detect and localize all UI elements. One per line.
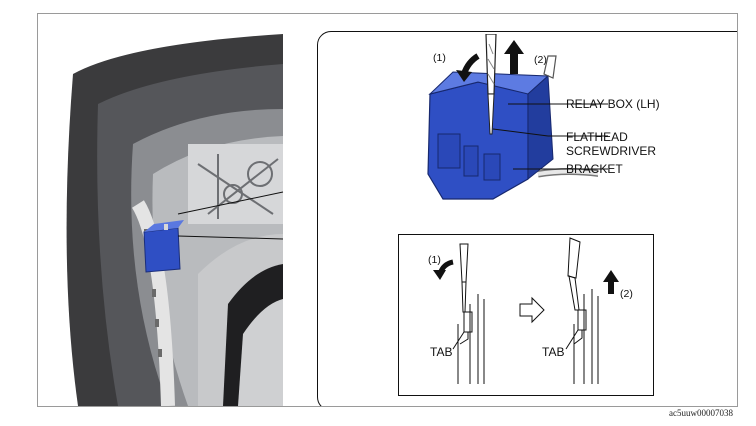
bracket-label: BRACKET [566, 162, 623, 176]
step-1-label: (1) [433, 52, 446, 64]
flathead-label-line1: FLATHEAD [566, 130, 628, 144]
reference-code: ac5uuw00007038 [669, 408, 733, 418]
transition-arrow [519, 296, 545, 324]
tab-label-right: TAB [542, 345, 565, 359]
relay-box-label: RELAY BOX (LH) [566, 97, 660, 111]
tab-label-left: TAB [430, 345, 453, 359]
inset-step-1-label: (1) [428, 254, 441, 266]
relay-box-small [143, 220, 184, 273]
flathead-screwdriver [485, 34, 497, 135]
inset-step-2-label: (2) [620, 288, 633, 300]
step-2-label: (2) [534, 54, 547, 66]
lift-arrow [504, 40, 524, 74]
tab-detail-drawing [433, 237, 619, 384]
label-leaders [492, 103, 608, 170]
flathead-label-line2: SCREWDRIVER [566, 144, 657, 158]
wheel-arch-scene [66, 34, 284, 406]
relay-box-illustration [427, 34, 598, 200]
figure-frame: (1) (2) RELAY BOX (LH) FLATHEAD SCREWDRI… [37, 13, 738, 407]
